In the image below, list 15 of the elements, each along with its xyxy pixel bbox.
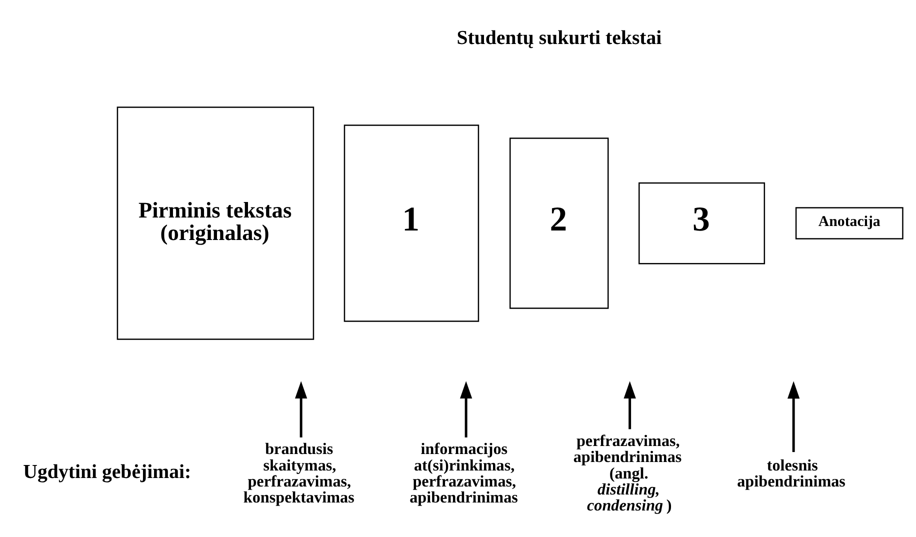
node-box: 1 <box>344 124 480 322</box>
arrow <box>787 380 800 452</box>
node-text: tolesnis apibendrinimas <box>737 456 846 490</box>
node-text: brandusis skaitymas, perfrazavimas, konspektavimas <box>243 440 354 506</box>
node-box: 3 <box>638 182 766 264</box>
node-box: 2 <box>509 137 609 308</box>
arrow <box>624 380 636 429</box>
node-text: informacijos at(si)rinkimas, perfrazavimas, apibendrinimas <box>410 440 518 506</box>
node-box: Pirminis tekstas (originalas) <box>116 106 314 340</box>
label: Studentų sukurti tekstai <box>456 26 662 48</box>
node-text: perfrazavimas, apibendrinimas (angl. distilling, condensing) <box>573 432 682 514</box>
arrow <box>294 380 308 437</box>
arrow <box>460 380 472 437</box>
node-box: Anotacija <box>795 206 904 239</box>
label: Ugdytini gebėjimai: <box>23 460 192 483</box>
